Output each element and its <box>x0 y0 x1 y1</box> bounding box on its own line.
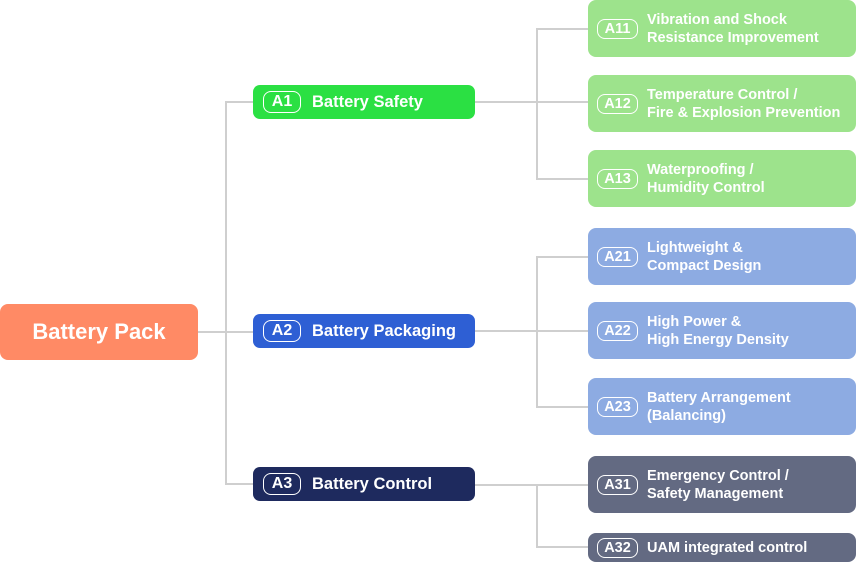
connector-a32 <box>536 546 588 548</box>
leaf-node-a32: A32 UAM integrated control <box>588 533 856 562</box>
connector-a2-out <box>475 330 588 332</box>
category-label: Battery Safety <box>312 92 423 111</box>
leaf-code-badge: A21 <box>597 246 638 267</box>
leaf-label: Emergency Control / Safety Management <box>647 467 789 502</box>
connector-a3-out <box>475 484 588 486</box>
root-node-battery-pack: Battery Pack <box>0 304 198 360</box>
connector-trunk <box>225 101 227 485</box>
leaf-code-badge: A12 <box>597 93 638 114</box>
leaf-node-a31: A31 Emergency Control / Safety Managemen… <box>588 456 856 513</box>
leaf-node-a22: A22 High Power & High Energy Density <box>588 302 856 359</box>
leaf-code-badge: A11 <box>597 18 638 39</box>
connector-a3 <box>225 483 253 485</box>
connector-a2-trunk <box>536 256 538 408</box>
leaf-label: High Power & High Energy Density <box>647 313 789 348</box>
leaf-node-a23: A23 Battery Arrangement (Balancing) <box>588 378 856 435</box>
leaf-label: Lightweight & Compact Design <box>647 239 762 274</box>
leaf-code-badge: A31 <box>597 474 638 495</box>
connector-a1 <box>225 101 253 103</box>
leaf-code-badge: A23 <box>597 396 638 417</box>
category-label: Battery Packaging <box>312 321 456 340</box>
connector-a23 <box>536 406 588 408</box>
leaf-node-a11: A11 Vibration and Shock Resistance Impro… <box>588 0 856 57</box>
connector-a3-trunk <box>536 484 538 548</box>
leaf-node-a12: A12 Temperature Control / Fire & Explosi… <box>588 75 856 132</box>
connector-a21 <box>536 256 588 258</box>
category-node-a2: A2 Battery Packaging <box>253 314 475 348</box>
leaf-label: UAM integrated control <box>647 539 808 556</box>
leaf-code-badge: A22 <box>597 320 638 341</box>
leaf-code-badge: A32 <box>597 537 638 558</box>
leaf-label: Waterproofing / Humidity Control <box>647 161 765 196</box>
connector-a1-trunk <box>536 28 538 180</box>
leaf-node-a21: A21 Lightweight & Compact Design <box>588 228 856 285</box>
category-code-badge: A3 <box>263 473 301 495</box>
leaf-node-a13: A13 Waterproofing / Humidity Control <box>588 150 856 207</box>
connector-a11 <box>536 28 588 30</box>
category-code-badge: A2 <box>263 320 301 342</box>
leaf-label: Temperature Control / Fire & Explosion P… <box>647 86 841 121</box>
root-label: Battery Pack <box>32 319 166 344</box>
leaf-label: Battery Arrangement (Balancing) <box>647 389 791 424</box>
category-code-badge: A1 <box>263 91 301 113</box>
connector-a13 <box>536 178 588 180</box>
category-label: Battery Control <box>312 474 433 493</box>
category-node-a1: A1 Battery Safety <box>253 85 475 119</box>
category-node-a3: A3 Battery Control <box>253 467 475 501</box>
connector-a1-out <box>475 101 588 103</box>
leaf-code-badge: A13 <box>597 168 638 189</box>
leaf-label: Vibration and Shock Resistance Improveme… <box>647 11 819 46</box>
